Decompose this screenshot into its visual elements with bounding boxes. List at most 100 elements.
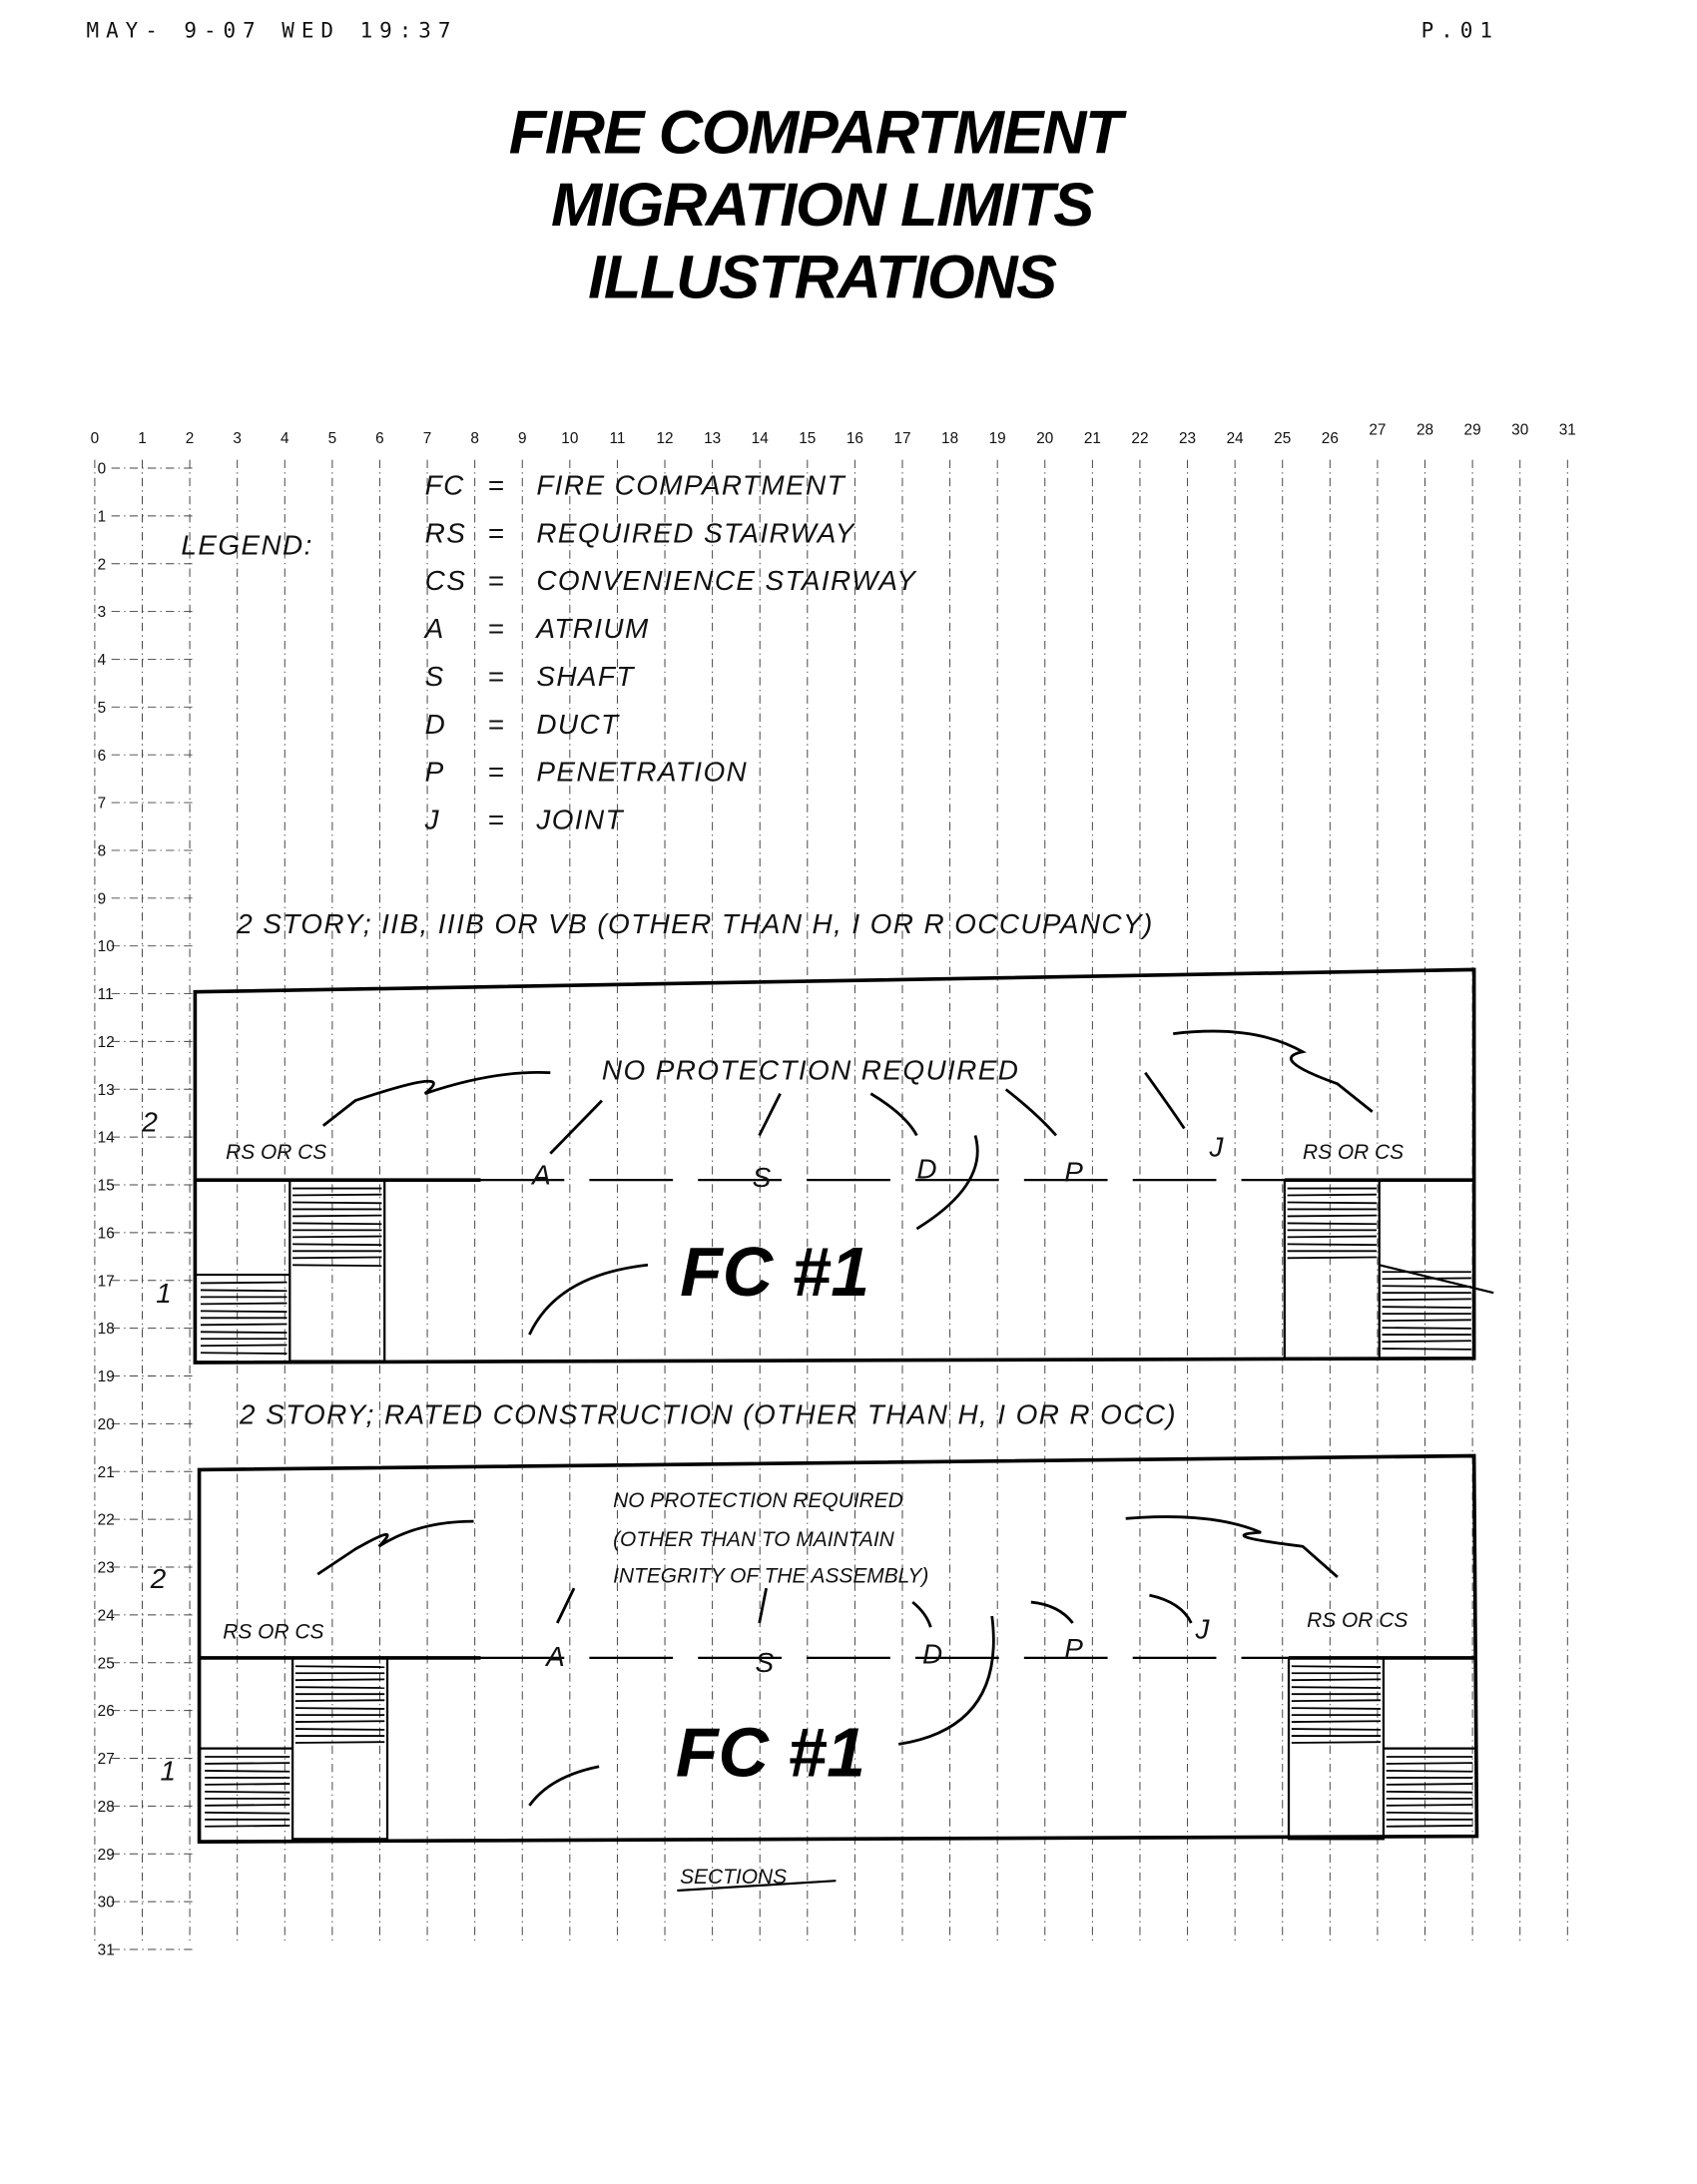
stair-left-label: RS OR CS	[226, 1141, 326, 1164]
stair-right	[1283, 1179, 1494, 1360]
row-number: 19	[98, 1368, 115, 1385]
row-number: 11	[98, 986, 114, 1003]
stair-left	[199, 1656, 389, 1841]
column-number: 22	[1131, 430, 1148, 447]
column-number: 5	[328, 430, 337, 447]
penetration-mark: P	[1064, 1633, 1084, 1664]
section-1-heading: 2 STORY; IIB, IIIB OR VB (OTHER THAN H, …	[236, 908, 1153, 939]
legend-item: S=SHAFT	[425, 661, 635, 692]
row-number: 10	[98, 938, 115, 955]
column-number: 18	[941, 430, 958, 447]
column-number: 30	[1511, 421, 1528, 438]
row-number: 18	[98, 1321, 115, 1338]
row-number: 8	[98, 843, 107, 860]
legend-equals: =	[487, 565, 505, 596]
row-number: 5	[98, 700, 107, 717]
legend-abbr: D	[425, 709, 447, 740]
column-number: 11	[609, 430, 625, 447]
column-number: 24	[1227, 430, 1245, 447]
stair-hatching	[205, 1756, 290, 1828]
title-line-1: FIRE COMPARTMENT	[509, 99, 1127, 168]
legend-item: A = ATRIUM	[423, 613, 649, 644]
legend-text: DUCT	[536, 709, 620, 740]
stair-right	[1287, 1656, 1477, 1841]
title-line-2: MIGRATION LIMITS	[551, 171, 1094, 240]
legend-abbr: P	[425, 757, 445, 788]
row-number: 7	[98, 796, 107, 813]
row-number: 2	[98, 556, 107, 573]
legend-equals: =	[487, 613, 505, 644]
shaft-mark: S	[753, 1162, 773, 1193]
atrium-mark: A	[544, 1641, 566, 1672]
legend-equals: =	[487, 517, 505, 548]
row-ruler: 0123456789101112131415161718192021222324…	[98, 461, 116, 1959]
row-number: 17	[98, 1273, 115, 1290]
row-number: 23	[98, 1560, 115, 1577]
shaft-mark: S	[755, 1647, 775, 1678]
story-1-label: 1	[156, 1278, 173, 1309]
fax-timestamp: MAY- 9-07 WED 19:37	[87, 19, 458, 43]
story-2-label: 2	[141, 1106, 159, 1137]
legend-equals: =	[487, 709, 505, 740]
grid-lines	[94, 459, 1568, 1950]
row-number: 28	[98, 1799, 115, 1816]
fire-compartment-label: FC #1	[680, 1233, 869, 1311]
section-1-building-outline	[193, 967, 1476, 1365]
caption-underline	[677, 1880, 837, 1893]
stair-hatching	[294, 1665, 385, 1744]
column-number: 21	[1084, 430, 1101, 447]
column-number: 4	[281, 430, 289, 447]
stair-hatching	[1291, 1665, 1382, 1744]
column-number: 6	[375, 430, 384, 447]
row-number: 22	[98, 1512, 115, 1529]
legend-text: SHAFT	[536, 661, 635, 692]
duct-mark: D	[922, 1638, 944, 1669]
column-number: 23	[1179, 430, 1196, 447]
arrows	[321, 1029, 1374, 1336]
joint-mark: J	[1195, 1613, 1211, 1644]
legend-abbr: A	[423, 613, 445, 644]
column-number: 27	[1369, 421, 1386, 438]
no-protection-note-line-2: (OTHER THAN TO MAINTAIN	[613, 1528, 895, 1551]
row-number: 1	[98, 508, 107, 525]
row-number: 12	[98, 1034, 115, 1051]
legend-item: FC=FIRE COMPARTMENT	[425, 469, 845, 500]
legend-item: J=JOINT	[424, 805, 623, 835]
story-2-label: 2	[150, 1563, 168, 1594]
stair-left-label: RS OR CS	[223, 1620, 323, 1643]
legend-item: P=PENETRATION	[425, 757, 747, 788]
column-number: 3	[233, 430, 242, 447]
column-number: 2	[186, 430, 195, 447]
column-number: 12	[656, 430, 673, 447]
duct-mark: D	[916, 1154, 938, 1185]
no-protection-note: NO PROTECTION REQUIRED	[602, 1055, 1019, 1086]
row-number: 21	[98, 1464, 115, 1481]
title-line-3: ILLUSTRATIONS	[588, 244, 1057, 312]
story-1-label: 1	[161, 1756, 178, 1787]
legend-item: RS=REQUIRED STAIRWAY	[425, 517, 855, 548]
legend-text: CONVENIENCE STAIRWAY	[536, 565, 917, 596]
row-number: 20	[98, 1416, 115, 1433]
no-protection-note-line-3: INTEGRITY OF THE ASSEMBLY)	[613, 1565, 928, 1588]
legend-text: REQUIRED STAIRWAY	[536, 517, 855, 548]
legend-equals: =	[487, 757, 505, 788]
legend-equals: =	[487, 805, 505, 835]
row-number: 31	[98, 1942, 115, 1959]
fire-compartment-label: FC #1	[676, 1714, 865, 1792]
legend-abbr: S	[425, 661, 445, 692]
stair-right-label: RS OR CS	[1303, 1141, 1404, 1164]
column-number: 1	[138, 430, 147, 447]
legend-text: ATRIUM	[534, 613, 649, 644]
arrows	[316, 1515, 1339, 1807]
section-2: 2 STORY; RATED CONSTRUCTION (OTHER THAN …	[150, 1398, 1479, 1844]
row-number: 15	[98, 1178, 115, 1195]
column-number: 26	[1322, 430, 1339, 447]
row-number: 26	[98, 1703, 115, 1720]
section-2-heading: 2 STORY; RATED CONSTRUCTION (OTHER THAN …	[239, 1398, 1177, 1429]
column-number: 20	[1036, 430, 1053, 447]
column-number: 0	[91, 430, 100, 447]
stair-left	[195, 1179, 386, 1363]
atrium-mark: A	[530, 1159, 552, 1190]
